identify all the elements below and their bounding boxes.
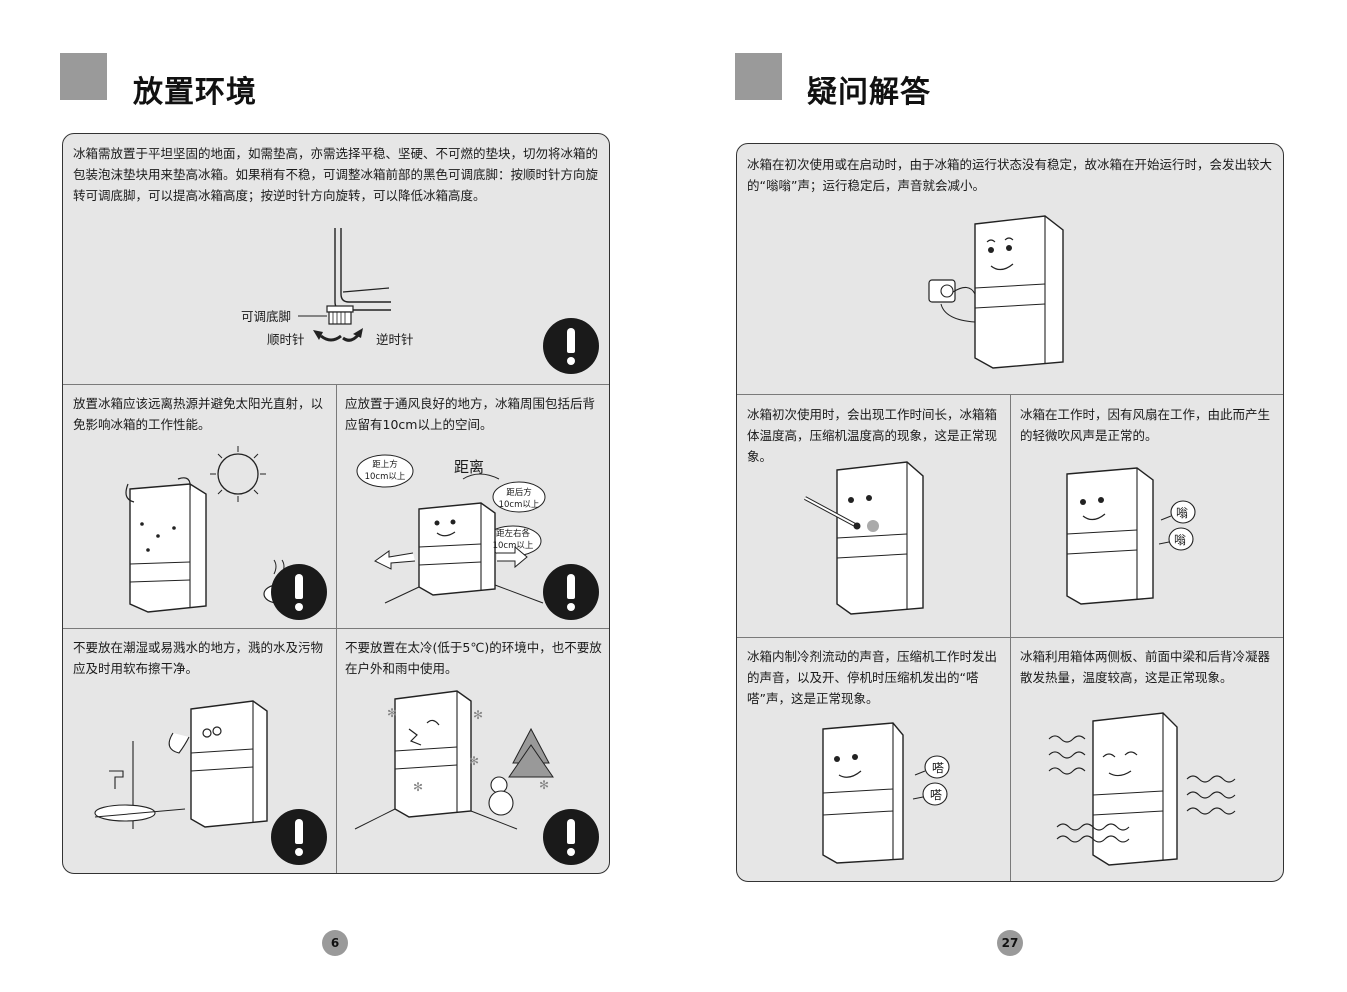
click-sound-2: 嗒 bbox=[930, 788, 943, 802]
divider bbox=[1010, 394, 1011, 881]
fridge-water-illustration bbox=[94, 700, 268, 829]
right-content-panel: 冰箱在初次使用或在启动时，由于冰箱的运行状态没有稳定，故冰箱在开始运行时，会发出… bbox=[736, 143, 1284, 882]
warning-icon bbox=[271, 564, 327, 620]
fridge-thermometer-illustration bbox=[804, 461, 924, 615]
top-clearance-line1: 距上方 bbox=[372, 460, 398, 470]
left-content-panel: 冰箱需放置于平坦坚固的地面，如需垫高，亦需选择平稳、坚硬、不可燃的垫块，切勿将冰… bbox=[62, 133, 610, 874]
side-clearance-line2: 10cm以上 bbox=[492, 541, 534, 551]
cold-environment-warning: 不要放置在太冷(低于5℃)的环境中，也不要放在户外和雨中使用。 bbox=[345, 640, 602, 676]
adjustable-foot-label: 可调底脚 bbox=[241, 309, 292, 324]
distance-label: 距离 bbox=[454, 458, 485, 476]
warning-icon bbox=[543, 564, 599, 620]
ventilation-requirement: 应放置于通风良好的地方，冰箱周围包括后背应留有10cm以上的空间。 bbox=[345, 396, 596, 432]
fridge-clearance-illustration bbox=[356, 454, 546, 604]
refrigerant-noise-explanation: 冰箱内制冷剂流动的声音，压缩机工作时发出的声音，以及开、停机时压缩机发出的“嗒嗒… bbox=[747, 649, 998, 706]
top-clearance-line2: 10cm以上 bbox=[364, 472, 406, 482]
adjustable-foot-illustration bbox=[298, 228, 391, 342]
fan-noise-explanation: 冰箱在工作时，因有风扇在工作，由此而产生的轻微吹风声是正常的。 bbox=[1020, 407, 1271, 443]
right-page-title: 疑问解答 bbox=[807, 75, 931, 110]
humidity-warning: 不要放在潮湿或易溅水的地方，溅的水及污物应及时用软布擦干净。 bbox=[73, 640, 324, 676]
high-temperature-explanation: 冰箱初次使用时，会出现工作时间长，冰箱箱体温度高，压缩机温度高的现象，这是正常现… bbox=[747, 407, 998, 464]
fridge-clicking-illustration bbox=[822, 722, 950, 864]
fridge-humming-illustration bbox=[1066, 467, 1196, 605]
counterclockwise-label: 逆时针 bbox=[376, 332, 414, 347]
side-clearance-label: 距左右各 10cm以上 bbox=[485, 528, 541, 552]
fridge-snow-illustration: ✻ ✻ ✻ ✻ ✻ bbox=[354, 690, 554, 830]
side-clearance-line1: 距左右各 bbox=[495, 529, 530, 539]
svg-text:✻: ✻ bbox=[413, 780, 423, 794]
hum-sound-1: 嗡 bbox=[1176, 506, 1189, 520]
clockwise-label: 顺时针 bbox=[267, 332, 305, 347]
svg-text:✻: ✻ bbox=[387, 706, 397, 720]
svg-text:✻: ✻ bbox=[539, 778, 549, 792]
fridge-heat-illustration bbox=[1048, 712, 1236, 866]
left-page-number: 6 bbox=[322, 930, 348, 956]
divider bbox=[336, 384, 337, 873]
back-clearance-line2: 10cm以上 bbox=[498, 500, 540, 510]
right-page-number: 27 bbox=[997, 930, 1023, 956]
back-clearance-line1: 距后方 bbox=[506, 488, 532, 498]
leveling-instructions: 冰箱需放置于平坦坚固的地面，如需垫高，亦需选择平稳、坚硬、不可燃的垫块，切勿将冰… bbox=[73, 146, 599, 203]
left-title-marker bbox=[60, 53, 107, 100]
warning-icon bbox=[543, 318, 599, 374]
warning-icon bbox=[271, 809, 327, 865]
svg-text:✻: ✻ bbox=[469, 754, 479, 768]
hum-sound-2: 嗡 bbox=[1174, 533, 1187, 547]
warning-icon bbox=[543, 809, 599, 865]
fridge-plug-illustration bbox=[928, 215, 1064, 369]
back-clearance-label: 距后方 10cm以上 bbox=[493, 487, 545, 511]
left-page-title: 放置环境 bbox=[133, 75, 257, 110]
heat-dissipation-explanation: 冰箱利用箱体两侧板、前面中梁和后背冷凝器散发热量，温度较高，这是正常现象。 bbox=[1020, 649, 1271, 685]
click-sound-1: 嗒 bbox=[932, 761, 945, 775]
svg-text:✻: ✻ bbox=[473, 708, 483, 722]
startup-noise-explanation: 冰箱在初次使用或在启动时，由于冰箱的运行状态没有稳定，故冰箱在开始运行时，会发出… bbox=[747, 157, 1273, 193]
top-clearance-label: 距上方 10cm以上 bbox=[363, 459, 407, 483]
right-title-marker bbox=[735, 53, 782, 100]
heat-source-warning: 放置冰箱应该远离热源并避免太阳光直射，以免影响冰箱的工作性能。 bbox=[73, 396, 324, 432]
